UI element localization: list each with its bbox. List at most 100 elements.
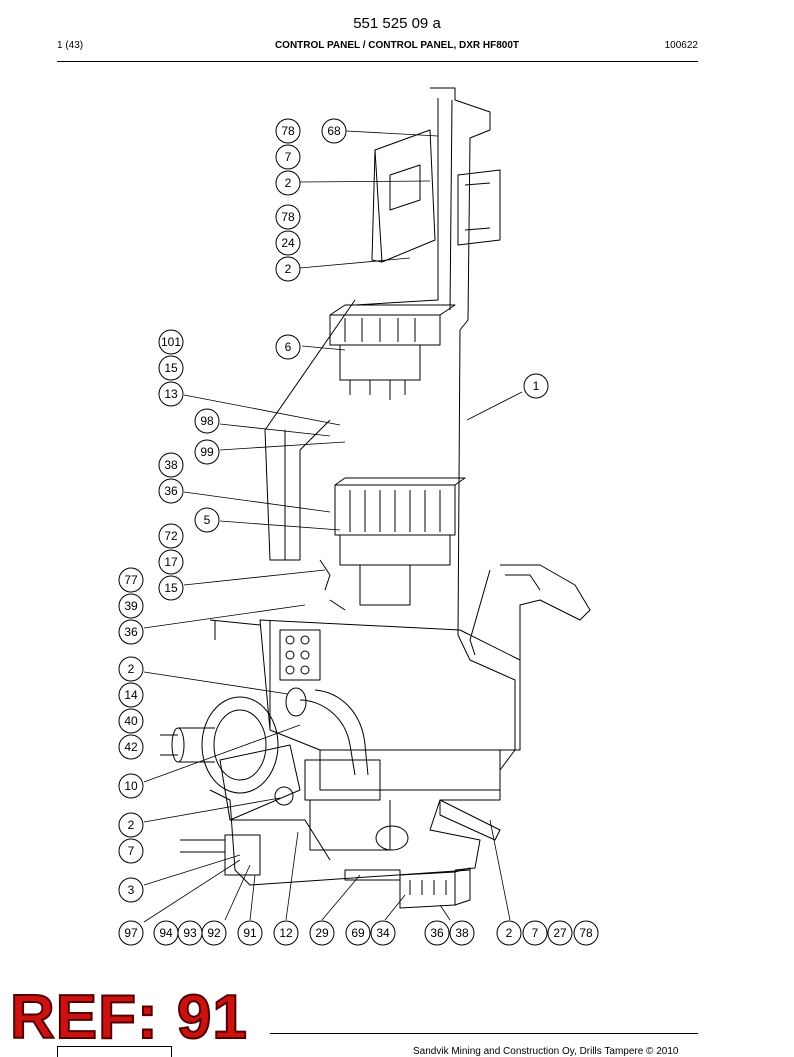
document-number: 551 525 09 a — [353, 15, 441, 32]
svg-text:78: 78 — [281, 124, 295, 138]
callout-bubble: 36 — [424, 920, 450, 946]
callout-bubble: 68 — [321, 118, 347, 144]
page-indicator: 1 (43) — [57, 40, 84, 51]
callout-bubble: 101 — [158, 329, 184, 355]
callout-bubble: 29 — [309, 920, 335, 946]
callout-bubble: 78 — [275, 204, 301, 230]
svg-text:39: 39 — [124, 599, 138, 613]
callout-bubble: 78 — [275, 118, 301, 144]
svg-text:42: 42 — [124, 740, 138, 754]
svg-text:24: 24 — [281, 236, 295, 250]
callout-bubble: 7 — [275, 144, 301, 170]
svg-text:17: 17 — [164, 555, 178, 569]
callout-bubble: 12 — [273, 920, 299, 946]
callout-bubble: 2 — [275, 170, 301, 196]
callout-bubble: 15 — [158, 575, 184, 601]
svg-text:36: 36 — [124, 625, 138, 639]
footer-rule — [270, 1033, 698, 1034]
callout-bubbles: 78 68 7 2 78 24 2 101 6 15 1 13 98 99 38… — [118, 118, 599, 946]
callout-bubble: 27 — [547, 920, 573, 946]
svg-text:2: 2 — [128, 662, 135, 676]
callout-bubble: 91 — [237, 920, 263, 946]
svg-text:69: 69 — [351, 926, 365, 940]
callout-bubble: 36 — [158, 478, 184, 504]
svg-text:36: 36 — [430, 926, 444, 940]
svg-text:14: 14 — [124, 688, 138, 702]
callout-bubble: 1 — [523, 373, 549, 399]
ref-watermark: REF: 91 — [9, 982, 248, 1053]
svg-text:2: 2 — [285, 262, 292, 276]
brand-logo-icon — [57, 1046, 172, 1057]
svg-text:29: 29 — [315, 926, 329, 940]
callout-bubble: 72 — [158, 523, 184, 549]
svg-text:72: 72 — [164, 529, 178, 543]
svg-text:99: 99 — [200, 445, 214, 459]
callout-bubble: 2 — [496, 920, 522, 946]
callout-bubble: 77 — [118, 567, 144, 593]
callout-bubble: 15 — [158, 355, 184, 381]
svg-text:7: 7 — [532, 926, 539, 940]
svg-text:6: 6 — [285, 340, 292, 354]
svg-text:78: 78 — [579, 926, 593, 940]
svg-text:12: 12 — [279, 926, 293, 940]
callout-bubble: 2 — [118, 656, 144, 682]
svg-text:7: 7 — [285, 150, 292, 164]
callout-bubble: 2 — [275, 256, 301, 282]
svg-text:10: 10 — [124, 779, 138, 793]
svg-text:2: 2 — [506, 926, 513, 940]
header-rule — [57, 61, 698, 62]
svg-text:77: 77 — [124, 573, 138, 587]
svg-text:2: 2 — [285, 176, 292, 190]
svg-text:38: 38 — [455, 926, 469, 940]
callout-bubble: 13 — [158, 381, 184, 407]
svg-text:94: 94 — [159, 926, 173, 940]
svg-text:38: 38 — [164, 458, 178, 472]
callout-bubble: 24 — [275, 230, 301, 256]
callout-bubble: 93 — [177, 920, 203, 946]
svg-text:40: 40 — [124, 714, 138, 728]
callout-bubble: 92 — [201, 920, 227, 946]
callout-bubble: 34 — [370, 920, 396, 946]
svg-text:2: 2 — [128, 818, 135, 832]
callout-bubble: 42 — [118, 734, 144, 760]
callout-bubble: 94 — [153, 920, 179, 946]
callout-bubble: 7 — [522, 920, 548, 946]
svg-text:15: 15 — [164, 361, 178, 375]
callout-bubble: 5 — [194, 507, 220, 533]
svg-text:5: 5 — [204, 513, 211, 527]
svg-text:68: 68 — [327, 124, 341, 138]
svg-text:101: 101 — [161, 335, 181, 349]
mechanical-line-art — [160, 87, 591, 909]
svg-text:3: 3 — [128, 883, 135, 897]
svg-text:7: 7 — [128, 844, 135, 858]
callout-bubble: 40 — [118, 708, 144, 734]
svg-text:97: 97 — [124, 926, 138, 940]
callout-bubble: 10 — [118, 773, 144, 799]
callout-bubble: 6 — [275, 334, 301, 360]
callout-bubble: 78 — [573, 920, 599, 946]
callout-bubble: 3 — [118, 877, 144, 903]
callout-bubble: 38 — [449, 920, 475, 946]
callout-bubble: 7 — [118, 838, 144, 864]
svg-text:78: 78 — [281, 210, 295, 224]
svg-text:1: 1 — [533, 379, 540, 393]
callout-bubble: 97 — [118, 920, 144, 946]
callout-bubble: 39 — [118, 593, 144, 619]
footer-copyright: Sandvik Mining and Construction Oy, Dril… — [413, 1046, 679, 1057]
svg-text:13: 13 — [164, 387, 178, 401]
svg-text:36: 36 — [164, 484, 178, 498]
callout-bubble: 69 — [345, 920, 371, 946]
svg-text:15: 15 — [164, 581, 178, 595]
leader-lines — [143, 130, 523, 923]
svg-text:27: 27 — [553, 926, 567, 940]
callout-bubble: 17 — [158, 549, 184, 575]
callout-bubble: 36 — [118, 619, 144, 645]
svg-text:91: 91 — [243, 926, 257, 940]
svg-text:93: 93 — [183, 926, 197, 940]
callout-bubble: 99 — [194, 439, 220, 465]
svg-text:34: 34 — [376, 926, 390, 940]
callout-bubble: 14 — [118, 682, 144, 708]
callout-bubble: 98 — [194, 408, 220, 434]
svg-text:92: 92 — [207, 926, 221, 940]
page-title: CONTROL PANEL / CONTROL PANEL, DXR HF800… — [274, 40, 520, 51]
